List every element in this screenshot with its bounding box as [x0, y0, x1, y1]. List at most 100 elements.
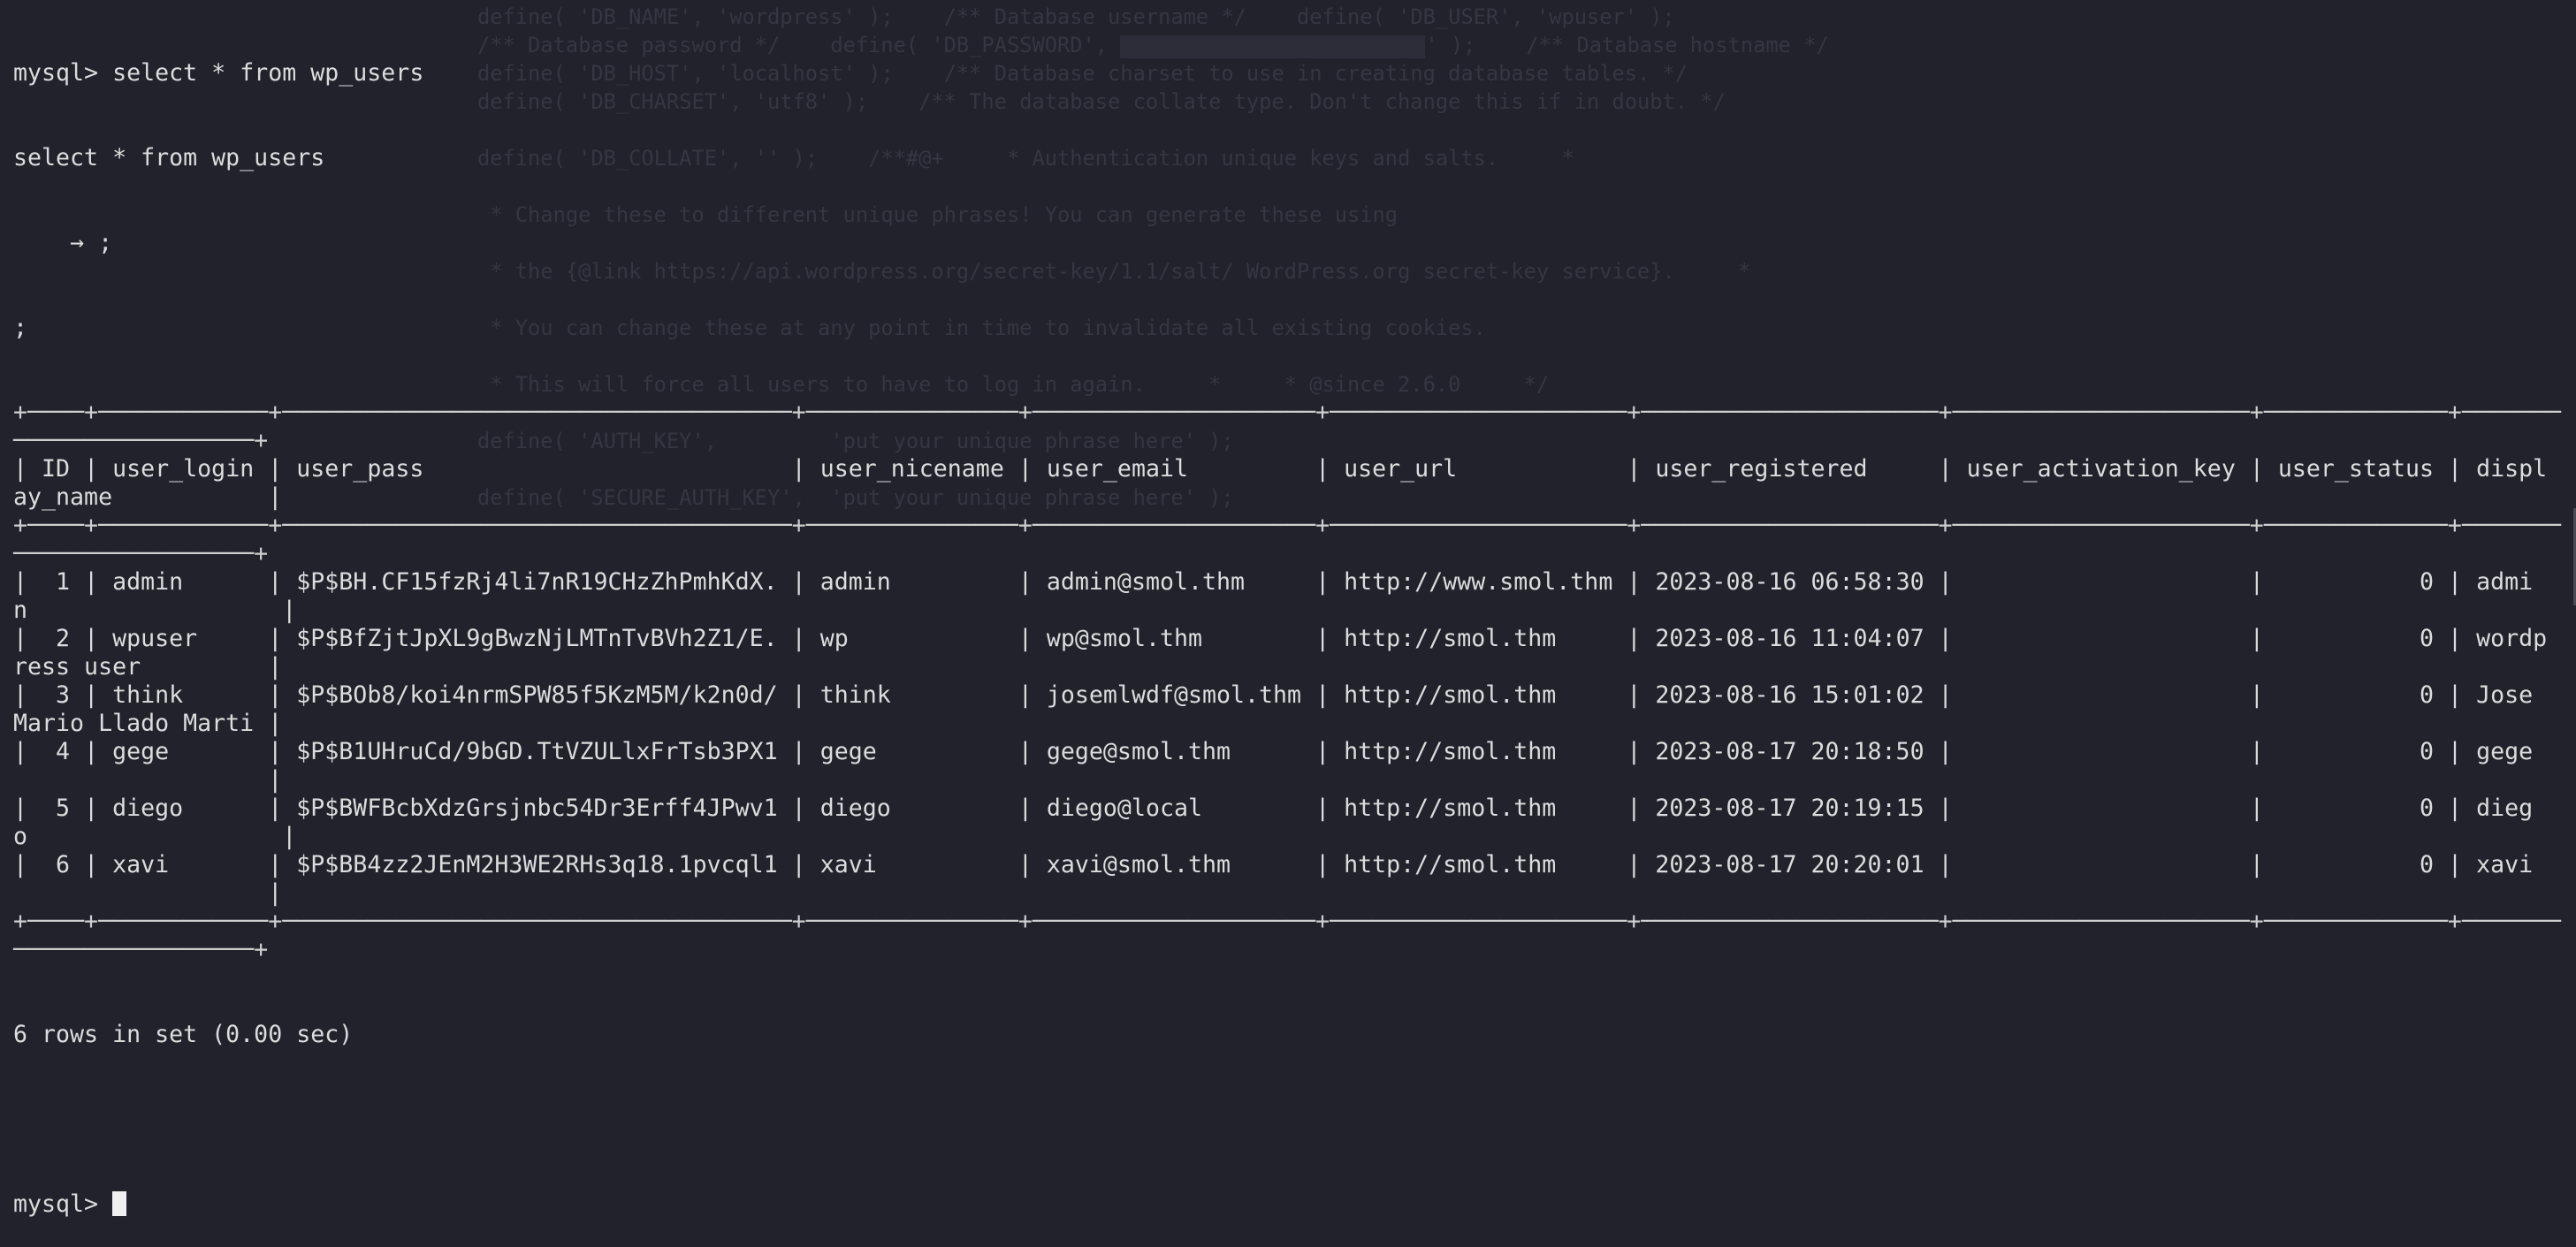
- background-text-band: define( 'AUTH_KEY', 'put your unique phr…: [477, 427, 1284, 455]
- background-line-text: /**#@+: [868, 146, 944, 171]
- cell-user-url: http://www.smol.thm: [1344, 568, 1613, 596]
- background-line-text: /** Database username */: [943, 4, 1246, 29]
- table-border: +────+────────────+─────────────────────…: [13, 399, 2561, 454]
- cell-display-name: wordpress user: [13, 625, 2548, 681]
- semicolon-line: ;: [13, 314, 28, 341]
- cell-display-name: gege: [2476, 738, 2534, 765]
- cell-user-email: admin@smol.thm: [1046, 568, 1246, 596]
- background-line: /** The database collate type. Don't cha…: [918, 87, 1726, 116]
- background-text-band: * the {@link https://api.wordpress.org/s…: [477, 257, 1801, 285]
- cell-user-registered: 2023-08-16 15:01:02: [1655, 681, 1924, 709]
- column-header-user-registered: user_registered: [1655, 455, 1868, 483]
- background-window-text: define( 'DB_NAME', 'wordpress' );/** Dat…: [477, 3, 1879, 512]
- table-row: | 1 | admin | $P$BH.CF15fzRj4li7nR19CHzZ…: [13, 568, 2534, 624]
- background-line-text: * the {@link https://api.wordpress.org/s…: [477, 259, 1675, 284]
- background-line-text: define( 'DB_NAME', 'wordpress' );: [477, 4, 894, 29]
- background-line-text: /** Database hostname */: [1526, 33, 1829, 57]
- cell-user-registered: 2023-08-17 20:18:50: [1655, 738, 1924, 765]
- cell-user-nicename: think: [819, 681, 891, 709]
- background-line-text: *: [1195, 372, 1222, 397]
- cell-user-email: josemlwdf@smol.thm: [1046, 681, 1302, 709]
- background-line-text: define( 'DB_CHARSET', 'utf8' );: [477, 89, 869, 114]
- cell-user-registered: 2023-08-17 20:19:15: [1655, 795, 1924, 822]
- cell-user-pass: $P$BOb8/koi4nrmSPW85f5KzM5M/k2n0d/: [296, 681, 778, 709]
- column-header-user-nicename: user_nicename: [819, 455, 1004, 483]
- cell-user-email: diego@local: [1046, 795, 1202, 822]
- cell-user-status: 0: [2420, 738, 2435, 765]
- background-line-text: * @since 2.6.0: [1271, 372, 1461, 397]
- continuation-line: → ;: [13, 229, 113, 256]
- background-line: define( 'AUTH_KEY', 'put your unique phr…: [477, 427, 1234, 455]
- cell-user-registered: 2023-08-16 06:58:30: [1655, 568, 1924, 596]
- background-line: define( 'DB_HOST', 'localhost' );: [477, 59, 894, 87]
- table-header: | ID | user_login | user_pass | user_nic…: [13, 455, 2548, 511]
- background-line: *: [1195, 370, 1222, 399]
- cell-ID: 3: [56, 681, 71, 709]
- cell-ID: 1: [56, 568, 71, 596]
- cell-user-nicename: gege: [819, 738, 877, 765]
- prompt: mysql>: [13, 59, 99, 87]
- prompt: mysql>: [13, 1190, 99, 1218]
- cell-user-pass: $P$B1UHruCd/9bGD.TtVZULlxFrTsb3PX1: [296, 738, 778, 765]
- background-line: * @since 2.6.0: [1271, 370, 1461, 399]
- background-text-band: define( 'DB_CHARSET', 'utf8' ); /** The d…: [477, 87, 1776, 116]
- terminal[interactable]: mysql> select * from wp_users select * f…: [13, 3, 2561, 1247]
- cell-user-login: gege: [112, 738, 170, 765]
- table-border: +────+────────────+─────────────────────…: [13, 512, 2561, 567]
- cell-user-pass: $P$BB4zz2JEnM2H3WE2RHs3q18.1pvcql1: [296, 851, 778, 878]
- table-row: | 2 | wpuser | $P$BfZjtJpXL9gBwzNjLMTnTv…: [13, 625, 2548, 681]
- cell-user-email: wp@smol.thm: [1046, 625, 1203, 652]
- background-line-text: * Authentication unique keys and salts.: [994, 146, 1499, 171]
- table-row: | 6 | xavi | $P$BB4zz2JEnM2H3WE2RHs3q18.…: [13, 851, 2548, 907]
- background-line-text: */: [1511, 372, 1550, 397]
- cell-user-email: xavi@smol.thm: [1046, 851, 1231, 878]
- cell-user-url: http://smol.thm: [1344, 738, 1557, 765]
- column-header-user-status: user_status: [2277, 455, 2435, 483]
- cell-user-nicename: xavi: [819, 851, 877, 878]
- background-line: * You can change these at any point in t…: [477, 314, 1486, 342]
- background-line-text: *: [1725, 259, 1751, 284]
- cell-user-status: 0: [2420, 625, 2435, 652]
- cell-user-registered: 2023-08-16 11:04:07: [1655, 625, 1924, 652]
- background-text-band: define( 'SECURE_AUTH_KEY', 'put your uni…: [477, 483, 1284, 512]
- background-line: * Authentication unique keys and salts.: [995, 144, 1498, 172]
- cell-user-status: 0: [2420, 568, 2435, 596]
- background-text-band: define( 'DB_HOST', 'localhost' );/** Dat…: [477, 59, 1738, 87]
- background-line: define( 'DB_NAME', 'wordpress' );: [477, 3, 894, 31]
- background-line-text: /** Database password */: [477, 33, 781, 57]
- column-header-user-email: user_email: [1046, 455, 1188, 483]
- cell-user-status: 0: [2420, 851, 2435, 878]
- cell-user-url: http://smol.thm: [1344, 625, 1557, 652]
- background-line-text: define( 'DB_HOST', 'localhost' );: [477, 61, 894, 86]
- background-text-band: * You can change these at any point in t…: [477, 314, 1536, 342]
- background-line: *: [1549, 144, 1574, 172]
- command-line: mysql> select * from wp_users: [13, 59, 2561, 87]
- scrollbar[interactable]: [2573, 508, 2576, 605]
- cell-display-name: xavi: [2476, 851, 2534, 878]
- cell-user-url: http://smol.thm: [1344, 851, 1557, 878]
- background-line-text: *: [1549, 146, 1574, 171]
- background-text-band: /** Database password */ define( 'DB_PASS…: [477, 31, 1879, 59]
- background-line-text: define( 'DB_USER', 'wpuser' );: [1296, 4, 1675, 29]
- background-line-text: define( 'AUTH_KEY', 'put your unique phr…: [477, 429, 1234, 453]
- echo-line: select * from wp_users: [13, 144, 325, 171]
- background-line: define( 'SECURE_AUTH_KEY', 'put your uni…: [477, 483, 1234, 512]
- cell-user-nicename: wp: [819, 625, 849, 652]
- cell-user-login: diego: [112, 795, 184, 822]
- background-text-band: define( 'DB_COLLATE', '' ); /**#@+ * Auth…: [477, 144, 1625, 172]
- cell-user-url: http://smol.thm: [1344, 681, 1557, 709]
- background-line: /** Database username */: [944, 3, 1246, 31]
- background-line: define( 'DB_CHARSET', 'utf8' );: [477, 87, 868, 116]
- table-row: | 3 | think | $P$BOb8/koi4nrmSPW85f5KzM5…: [13, 681, 2548, 737]
- table-border: +────+────────────+─────────────────────…: [13, 908, 2561, 963]
- command-text: select * from wp_users: [112, 59, 424, 87]
- background-line-text: define( 'DB_COLLATE', '' );: [477, 146, 819, 171]
- table-row: | 4 | gege | $P$B1UHruCd/9bGD.TtVZULlxFr…: [13, 738, 2548, 794]
- background-line: /**#@+: [868, 144, 944, 172]
- background-line: define( 'DB_PASSWORD', ' );: [830, 31, 1475, 59]
- cell-user-status: 0: [2420, 795, 2435, 822]
- input-line[interactable]: mysql>: [13, 1190, 2561, 1219]
- background-line-text: * You can change these at any point in t…: [477, 316, 1486, 340]
- cell-ID: 6: [56, 851, 71, 878]
- column-header-user-activation-key: user_activation_key: [1966, 455, 2236, 483]
